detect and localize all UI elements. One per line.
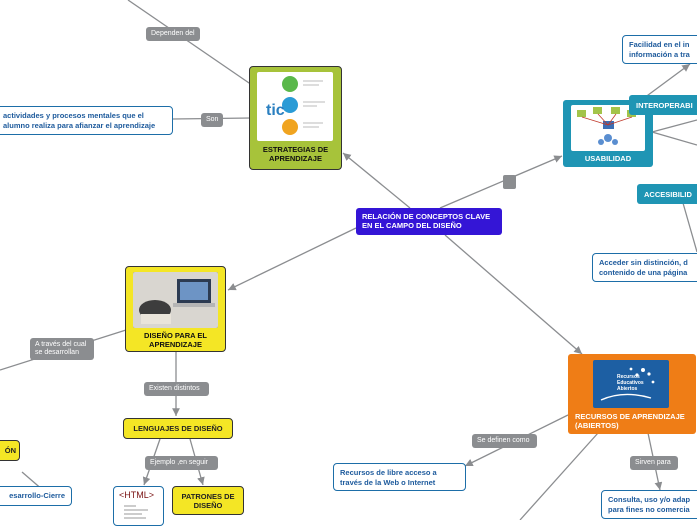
central-topic[interactable]: RELACIÓN DE CONCEPTOS CLAVE EN EL CAMPO … (356, 208, 502, 235)
html-badge: <HTML> (119, 490, 155, 500)
html-example[interactable]: <HTML> (113, 486, 164, 526)
design-topic[interactable]: DISEÑO PARA EL APRENDIZAJE (125, 266, 226, 352)
example-label[interactable]: Ejemplo ,en seguir (145, 456, 218, 470)
resources-image: Recursos Educativos Abiertos (593, 360, 669, 408)
design-title: DISEÑO PARA EL APRENDIZAJE (144, 331, 207, 349)
strategies-topic[interactable]: tic ESTRATEGIAS DE APRENDIZAJE (249, 66, 342, 170)
design-image (133, 272, 218, 328)
svg-text:tic: tic (266, 102, 285, 119)
resources-logo-text: Recursos Educativos Abiertos (617, 374, 644, 392)
strategies-title: ESTRATEGIAS DE APRENDIZAJE (262, 145, 329, 163)
resources-definition[interactable]: Recursos de libre acceso a través de la … (333, 463, 466, 491)
through-label[interactable]: A través del cual se desarrollan (30, 338, 94, 360)
resources-title: RECURSOS DE APRENDIZAJE (ABIERTOS) (575, 412, 685, 430)
patterns-node[interactable]: PATRONES DE DISEÑO (172, 486, 244, 515)
interoperability-node[interactable]: INTEROPERABI (629, 95, 697, 115)
son-label[interactable]: Son (201, 113, 224, 127)
html-code-icon (124, 505, 148, 519)
sequence-node[interactable]: esarrollo-Cierre (0, 486, 72, 506)
resources-purpose[interactable]: Consulta, uso y/o adap para fines no com… (601, 490, 697, 519)
accessibility-node[interactable]: ACCESIBILID (637, 184, 697, 204)
left-cut-node[interactable]: ÓN (0, 440, 20, 461)
connector-handle (503, 175, 516, 189)
languages-node[interactable]: LENGUAJES DE DISEÑO (123, 418, 233, 439)
usability-title: USABILIDAD (584, 154, 632, 163)
strategies-definition[interactable]: actividades y procesos mentales que el a… (0, 106, 173, 135)
exist-label[interactable]: Existen distintos (144, 382, 209, 396)
accessibility-note[interactable]: Acceder sin distinción, d contenido de u… (592, 253, 697, 282)
defined-label[interactable]: Se definen como (472, 434, 537, 448)
interoperability-note[interactable]: Facilidad en el in información a tra (622, 35, 697, 64)
depend-label[interactable]: Dependen del (146, 27, 200, 41)
resources-topic[interactable]: Recursos Educativos Abiertos RECURSOS DE… (568, 354, 696, 434)
serve-label[interactable]: Sirven para (630, 456, 678, 470)
strategies-image: tic (257, 72, 333, 141)
